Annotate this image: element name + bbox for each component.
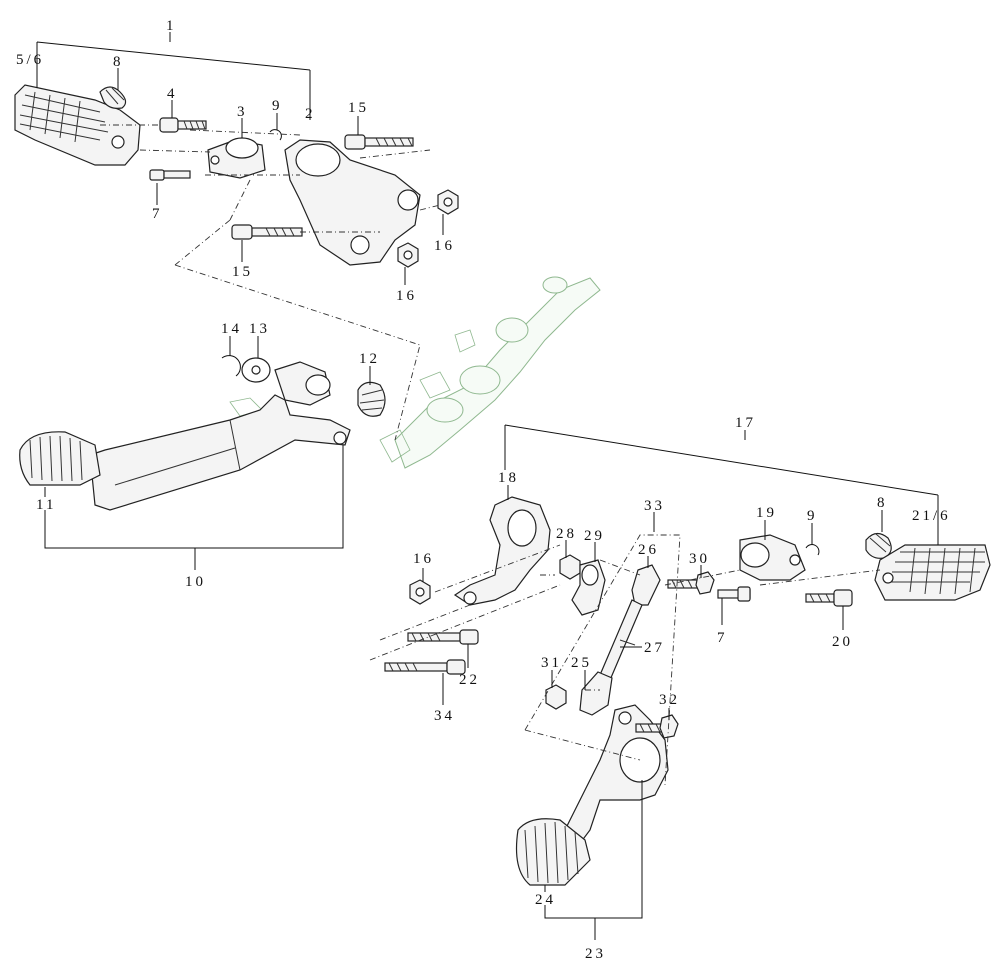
callout-4: 4 [167,86,178,102]
callout-11: 11 [36,497,56,513]
pivot-19 [739,534,806,581]
lever-pivot-boss [274,361,331,406]
callout-9-right: 9 [807,508,818,524]
callout-23: 23 [585,946,606,962]
bolt-32 [635,714,679,739]
pin-7-top [149,169,191,181]
footrest-rubber-left [14,84,141,166]
bolt-30 [667,571,715,595]
bolt-20 [805,589,853,607]
callout-7-right: 7 [717,630,728,646]
callout-16-b: 16 [396,288,417,304]
leader-lines [36,32,939,940]
callout-8-right: 8 [877,495,888,511]
shaft-spring-12 [357,381,386,417]
callout-29: 29 [584,528,605,544]
callout-2: 2 [305,106,316,122]
callout-5-6: 5/6 [16,52,44,68]
callout-8-top: 8 [113,54,124,70]
bracket-2 [284,139,421,266]
callout-24: 24 [535,892,556,908]
shift-shaft-ghost [229,276,601,469]
clip-9-right [805,544,820,556]
callout-33: 33 [644,498,665,514]
rubber-24 [515,818,591,886]
circlip-14 [221,355,241,377]
callout-26: 26 [638,542,659,558]
callout-27: 27 [644,640,665,656]
lever-10 [89,394,351,511]
rod-assembly-26-27-25 [579,564,661,716]
spring-8-top [99,86,127,109]
callout-17: 17 [735,415,756,431]
callout-7-top: 7 [152,206,163,222]
callout-21-6: 21/6 [912,508,951,524]
brake-pedal-23 [554,704,669,856]
callout-1: 1 [166,18,177,34]
pivot-3 [207,137,266,179]
nut-31 [545,684,567,710]
callout-15-top: 15 [348,100,369,116]
callout-34: 34 [434,708,455,724]
callout-16-c: 16 [413,551,434,567]
callout-9-top: 9 [272,98,283,114]
top-assembly-centerlines [100,124,441,441]
joint-29 [571,559,606,616]
bolt-15-bottom [231,224,303,240]
callout-12: 12 [359,351,380,367]
nut-16-a [437,189,459,215]
bolt-4 [159,117,207,133]
callout-30: 30 [689,551,710,567]
nut-16-b [397,242,419,268]
callout-15-bottom: 15 [232,264,253,280]
pin-7-right [717,586,751,602]
washer-13 [241,357,271,383]
nut-16-c [409,579,431,605]
callout-28: 28 [556,526,577,542]
callout-labels: 1 5/6 8 4 3 9 2 15 7 16 15 16 14 13 12 1… [16,18,951,962]
callout-18: 18 [498,470,519,486]
callout-31: 31 [541,655,562,671]
callout-14: 14 [221,321,242,337]
bolt-34 [384,659,466,675]
callout-20: 20 [832,634,853,650]
callout-13: 13 [249,321,270,337]
callout-19: 19 [756,505,777,521]
callout-16-a: 16 [434,238,455,254]
bolt-15-top [344,134,414,150]
callout-22: 22 [459,672,480,688]
callout-3: 3 [237,104,248,120]
callout-32: 32 [659,692,680,708]
footrest-rubber-right [874,544,991,601]
spring-8-right [865,532,892,559]
callout-10: 10 [185,574,206,590]
clip-9-top [269,129,282,141]
right-assembly-centerlines [369,534,881,786]
bolt-22 [407,629,479,645]
nut-28 [559,554,581,580]
bracket-18 [453,496,551,606]
rubber-11 [19,431,101,486]
callout-25: 25 [571,655,592,671]
